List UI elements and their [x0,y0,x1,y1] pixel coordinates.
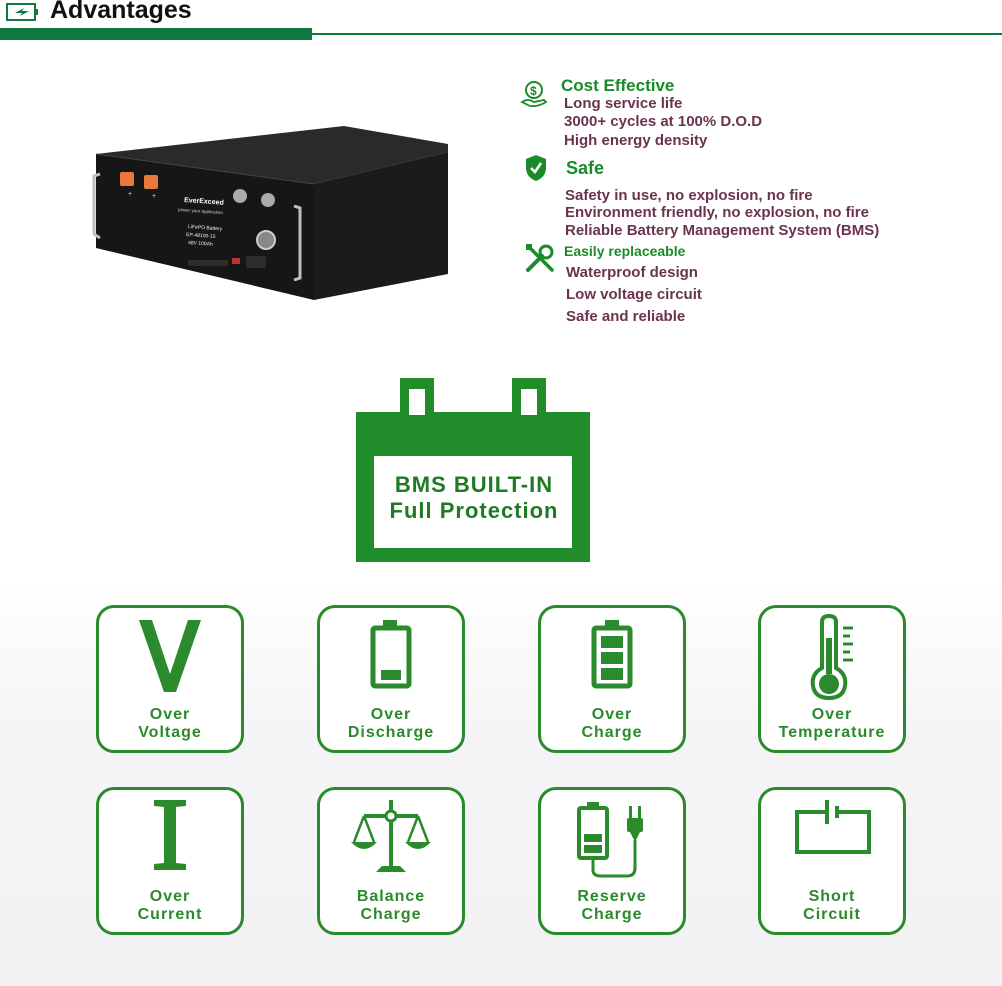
feature-line: 3000+ cycles at 100% D.O.D [564,113,763,130]
feature-line: High energy density [564,132,708,149]
bms-label: BMS BUILT-IN Full Protection [374,472,574,524]
feature-line: Long service life [564,95,683,112]
current-i-icon [154,800,186,870]
thermometer-icon [810,613,853,701]
product-brand: EverExceed [184,197,224,207]
page-title: Advantages [50,0,192,24]
product-label-3: 48V 100Ah [188,240,213,248]
voltage-v-icon [139,620,201,692]
feature-list: $ Cost Effective Long service life 3000+… [518,74,998,334]
balance-scale-icon [351,800,431,872]
bms-battery-badge [356,378,590,562]
svg-text:+: + [128,191,132,198]
feature-heading: Cost Effective [561,76,675,95]
header-accent-bar [0,28,312,40]
bms-line-2: Full Protection [389,498,559,523]
product-label-2: EP-48100-15 [186,232,216,240]
svg-text:$: $ [530,84,537,98]
battery-product-image: + + EverExceed power your application Li… [92,126,448,300]
battery-low-icon [370,620,412,689]
feature-heading: Safe [566,158,605,178]
feature-line: Low voltage circuit [566,286,702,303]
feature-line: Reliable Battery Management System (BMS) [565,222,880,239]
battery-full-icon [591,620,633,689]
product-label-1: LiFePO Battery [188,224,223,232]
header-divider [312,33,1002,35]
section-header: Advantages [0,0,1002,42]
feature-line: Environment friendly, no explosion, no f… [565,204,869,221]
battery-plug-icon [577,802,643,878]
dollar-hand-icon: $ [520,81,548,108]
battery-bolt-icon [6,3,38,21]
svg-text:+: + [152,193,156,200]
feature-line: Waterproof design [566,264,698,281]
shield-check-icon [526,155,546,181]
feature-line: Safety in use, no explosion, no fire [565,187,813,204]
short-circuit-icon [795,800,871,854]
feature-line: Safe and reliable [566,308,686,325]
product-tagline: power your application [178,207,224,215]
feature-heading: Easily replaceable [564,243,686,259]
wrench-screwdriver-icon [526,244,554,272]
bms-line-1: BMS BUILT-IN [394,472,554,497]
